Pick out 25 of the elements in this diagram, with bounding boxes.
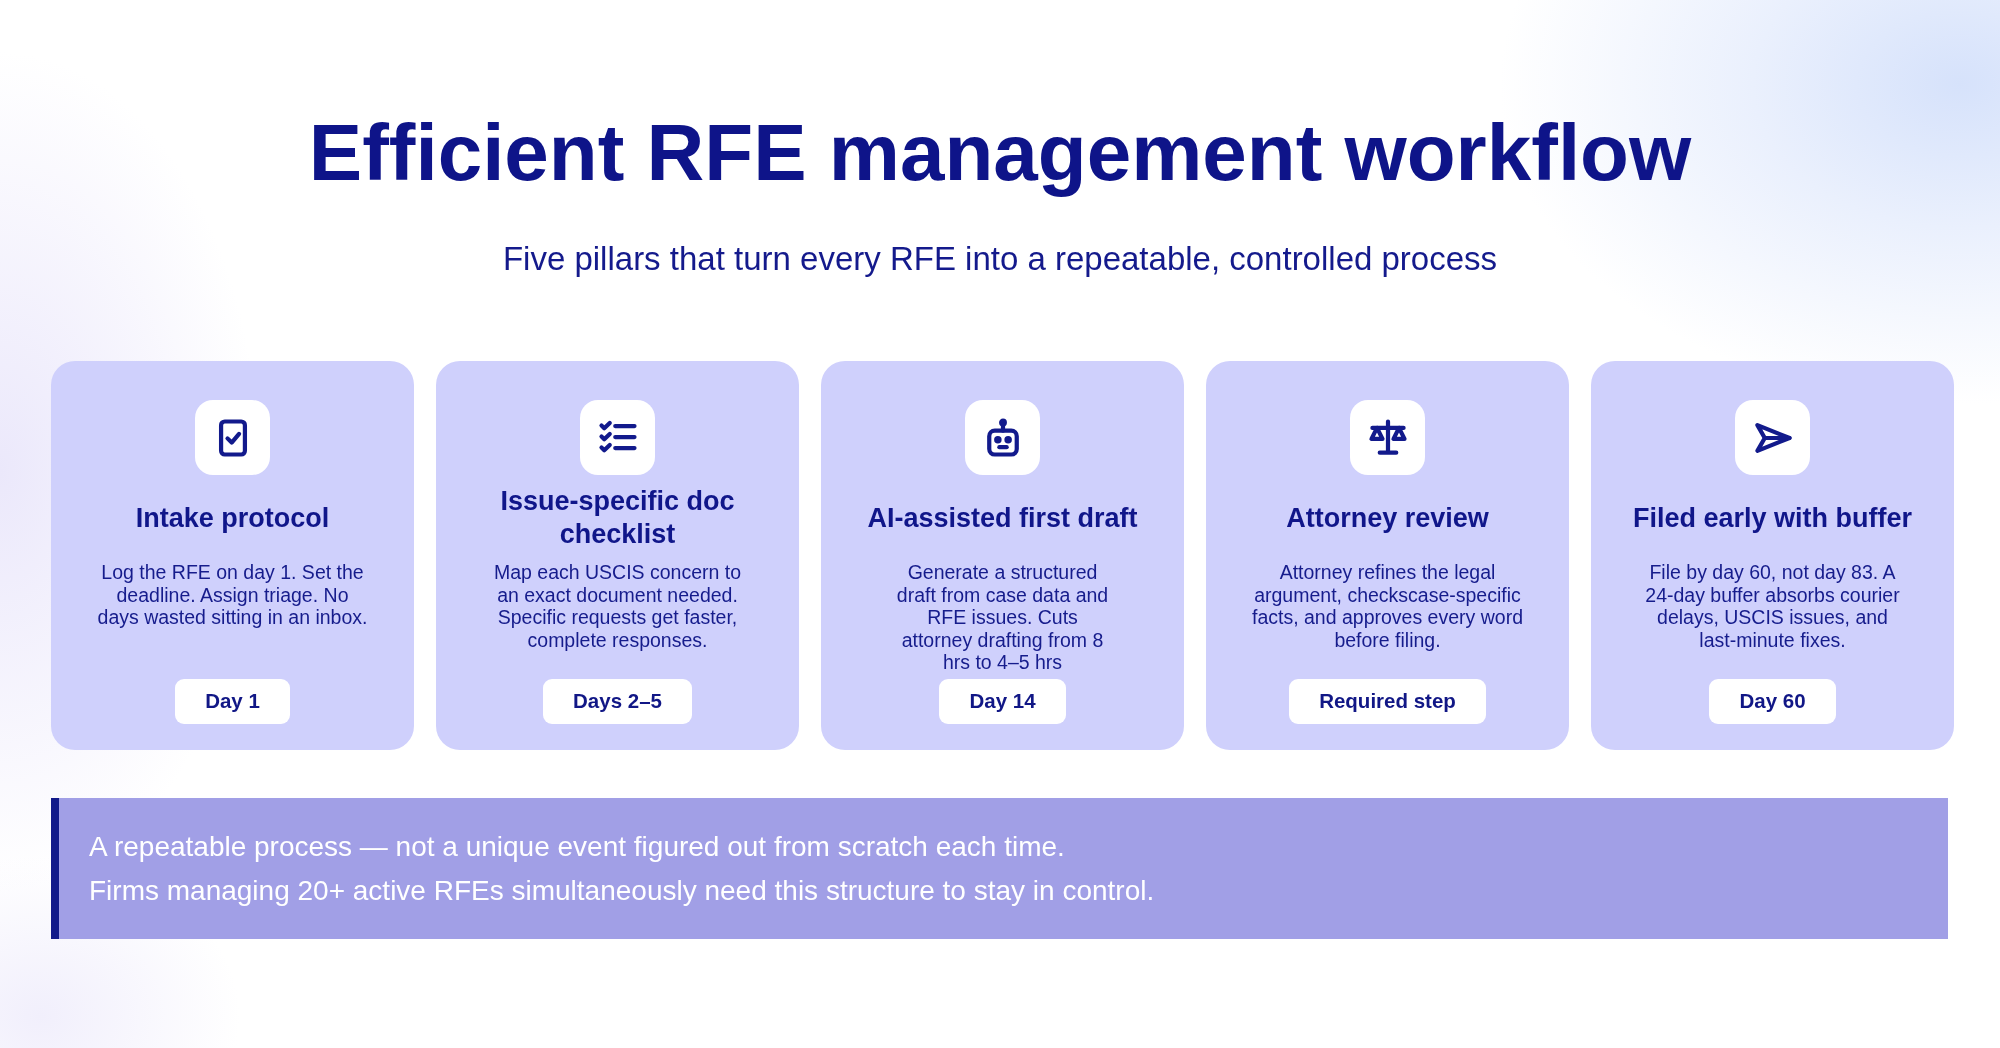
- card-description: Attorney refines the legal argument, checkscase-specific facts, and approves every word before filing.: [1251, 561, 1524, 651]
- step-card: [1206, 361, 1569, 750]
- step-card: [51, 361, 414, 750]
- step-card: [821, 361, 1184, 750]
- card-heading: Attorney review: [1286, 501, 1489, 535]
- timing-tag: Required step: [1289, 679, 1486, 724]
- card-heading: Filed early with buffer: [1632, 501, 1912, 535]
- card-heading: Issue-specific doc checklist: [499, 485, 736, 551]
- timing-tag: Day 60: [1709, 679, 1836, 724]
- summary-text: A repeatable process — not a unique event figured out from scratch each time.: [89, 829, 1065, 864]
- step-card: [436, 361, 799, 750]
- timing-tag: Days 2–5: [543, 679, 692, 724]
- page-title: Efficient RFE management workflow: [308, 108, 1692, 198]
- subtitle: Five pillars that turn every RFE into a repeatable, controlled process: [502, 239, 1498, 279]
- step-card: [1591, 361, 1954, 750]
- timing-tag: Day 14: [939, 679, 1066, 724]
- summary-text: Firms managing 20+ active RFEs simultaneously need this structure to stay in control.: [89, 873, 1155, 908]
- summary-banner: [51, 798, 1948, 939]
- card-heading: Intake protocol: [135, 501, 330, 535]
- card-description: Log the RFE on day 1. Set the deadline. Assign triage. No days wasted sitting in an inbox.: [96, 561, 369, 629]
- timing-tag: Day 1: [175, 679, 290, 724]
- card-description: Generate a structured draft from case data and RFE issues. Cuts attorney drafting from 8 hrs to 4–5 hrs: [895, 561, 1110, 674]
- card-heading: AI-assisted first draft: [867, 501, 1138, 535]
- card-description: File by day 60, not day 83. A 24-day buffer absorbs courier delays, USCIS issues, and last-minute fixes.: [1644, 561, 1901, 651]
- card-description: Map each USCIS concern to an exact document needed. Specific requests get faster, complete responses.: [492, 561, 743, 651]
